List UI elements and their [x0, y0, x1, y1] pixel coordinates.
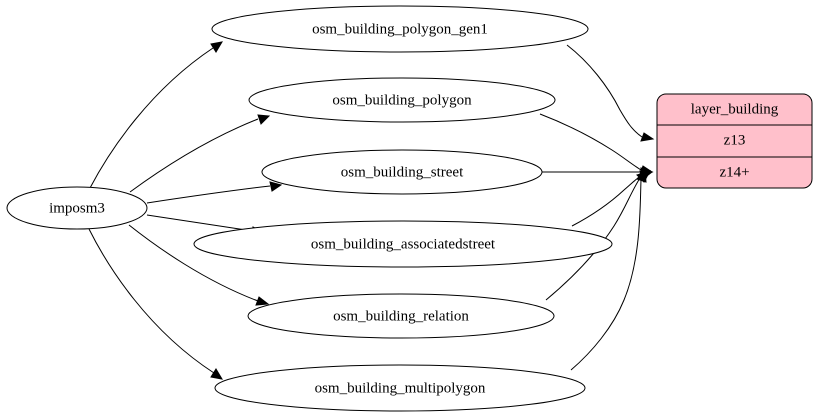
node-layer_building[interactable]: layer_building z13 z14+: [656, 93, 813, 189]
edge-imposm3-to-osm_building_relation: [128, 224, 270, 306]
edge-osm_building_polygon-to-layer_building-z14: [539, 113, 654, 175]
node-imposm3[interactable]: imposm3: [6, 186, 148, 230]
node-osm_building_relation[interactable]: osm_building_relation: [247, 293, 555, 339]
node-label-osm_building_relation: osm_building_relation: [333, 308, 469, 324]
edge-group-tables-to-layer: [539, 44, 655, 371]
node-osm_building_associatedstreet[interactable]: osm_building_associatedstreet: [193, 220, 613, 268]
node-osm_building_polygon_gen1[interactable]: osm_building_polygon_gen1: [211, 5, 589, 53]
edge-imposm3-to-osm_building_polygon: [129, 114, 271, 193]
node-label-osm_building_street: osm_building_street: [341, 164, 464, 180]
node-label-imposm3: imposm3: [49, 200, 105, 216]
edge-imposm3-to-osm_building_multipolygon: [88, 228, 223, 380]
edge-imposm3-to-osm_building_street: [146, 181, 283, 204]
edge-osm_building_multipolygon-to-layer_building-z14: [570, 168, 647, 371]
node-label-osm_building_associatedstreet: osm_building_associatedstreet: [311, 236, 496, 252]
node-osm_building_street[interactable]: osm_building_street: [261, 149, 543, 195]
layer_building-row-z14plus: z14+: [719, 164, 749, 180]
node-osm_building_multipolygon[interactable]: osm_building_multipolygon: [214, 364, 586, 412]
node-label-osm_building_polygon_gen1: osm_building_polygon_gen1: [312, 21, 488, 37]
node-label-osm_building_polygon: osm_building_polygon: [332, 92, 472, 108]
edge-osm_building_polygon_gen1-to-layer_building-z13: [566, 44, 655, 142]
layer_building-row-z13: z13: [724, 132, 746, 148]
edge-imposm3-to-osm_building_polygon_gen1: [89, 41, 223, 189]
layer_building-row-title: layer_building: [691, 101, 779, 117]
node-label-osm_building_multipolygon: osm_building_multipolygon: [315, 380, 486, 396]
node-osm_building_polygon[interactable]: osm_building_polygon: [248, 77, 556, 123]
edge-osm_building_street-to-layer_building-z14: [542, 167, 654, 177]
